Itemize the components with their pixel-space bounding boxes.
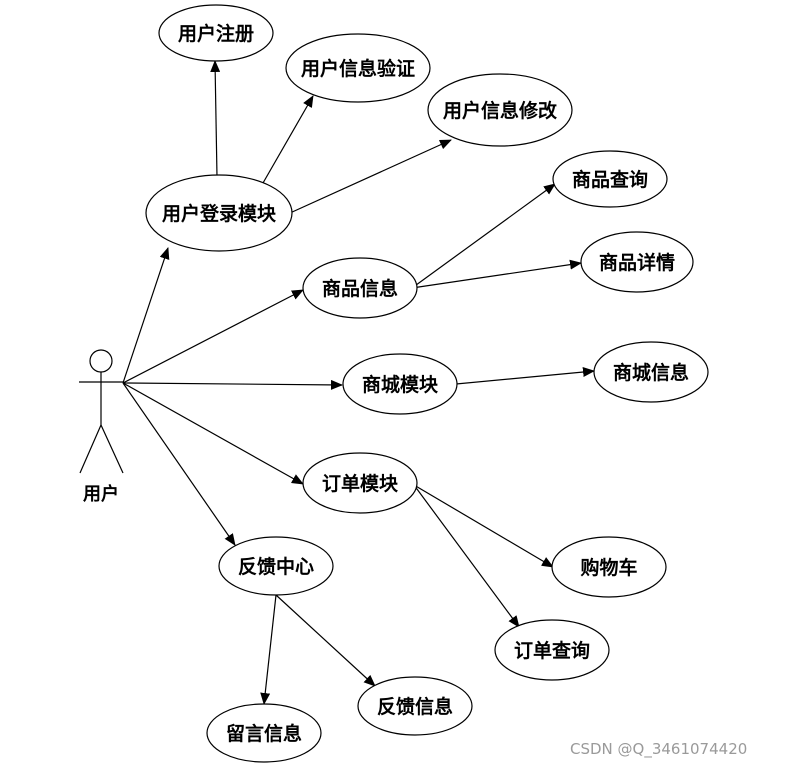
actor-head — [89, 349, 113, 373]
node-product-query-label: 商品查询 — [572, 168, 648, 191]
edge-actor-to-order — [122, 382, 304, 485]
edge-actor-to-product-info — [122, 289, 304, 384]
node-message: 留言信息 — [206, 703, 322, 763]
node-order-label: 订单模块 — [322, 472, 399, 495]
actor-left-leg — [79, 424, 102, 474]
node-order-query: 订单查询 — [494, 619, 610, 681]
node-order: 订单模块 — [302, 452, 418, 514]
node-login-label: 用户登录模块 — [162, 202, 277, 225]
node-product-detail-label: 商品详情 — [599, 251, 675, 274]
node-mall-label: 商城模块 — [362, 373, 439, 396]
node-mall: 商城模块 — [342, 353, 458, 415]
node-message-label: 留言信息 — [226, 722, 302, 745]
node-verify-label: 用户信息验证 — [301, 57, 415, 80]
edge-order-to-cart — [413, 484, 554, 568]
edges-layer — [122, 60, 595, 705]
edge-feedback-to-message — [260, 594, 277, 705]
actor-user: 用户 — [79, 349, 124, 505]
node-register-label: 用户注册 — [178, 22, 254, 45]
node-cart: 购物车 — [551, 536, 667, 598]
edge-actor-to-login — [122, 247, 170, 384]
node-feedback: 反馈中心 — [218, 536, 334, 596]
edge-product-info-to-product-query — [411, 183, 556, 289]
edge-login-to-register — [210, 60, 221, 178]
node-modify-label: 用户信息修改 — [443, 99, 558, 122]
node-verify: 用户信息验证 — [285, 33, 431, 103]
node-order-query-label: 订单查询 — [514, 639, 590, 662]
node-feedback-info-label: 反馈信息 — [377, 695, 453, 718]
node-cart-label: 购物车 — [580, 556, 637, 579]
node-product-detail: 商品详情 — [580, 231, 694, 293]
node-product-info-label: 商品信息 — [322, 277, 398, 300]
node-login: 用户登录模块 — [145, 174, 293, 252]
node-product-info: 商品信息 — [302, 257, 418, 319]
node-feedback-label: 反馈中心 — [238, 555, 314, 578]
node-product-query: 商品查询 — [552, 150, 668, 208]
node-feedback-info: 反馈信息 — [357, 676, 473, 736]
node-register: 用户注册 — [158, 4, 274, 62]
edge-login-to-modify — [289, 139, 452, 214]
actor-label: 用户 — [83, 483, 119, 505]
edge-order-to-order-query — [413, 484, 520, 628]
node-modify: 用户信息修改 — [427, 73, 573, 147]
edge-product-info-to-product-detail — [411, 259, 582, 289]
edge-actor-to-mall — [122, 379, 343, 390]
edge-login-to-verify — [262, 95, 314, 184]
edge-actor-to-feedback — [122, 382, 236, 546]
node-mall-info: 商城信息 — [593, 341, 709, 403]
node-mall-info-label: 商城信息 — [613, 361, 689, 384]
watermark: CSDN @Q_3461074420 — [570, 740, 748, 758]
edge-feedback-to-feedback-info — [275, 594, 376, 687]
edge-mall-to-mall-info — [455, 367, 595, 385]
actor-right-leg — [100, 424, 124, 474]
